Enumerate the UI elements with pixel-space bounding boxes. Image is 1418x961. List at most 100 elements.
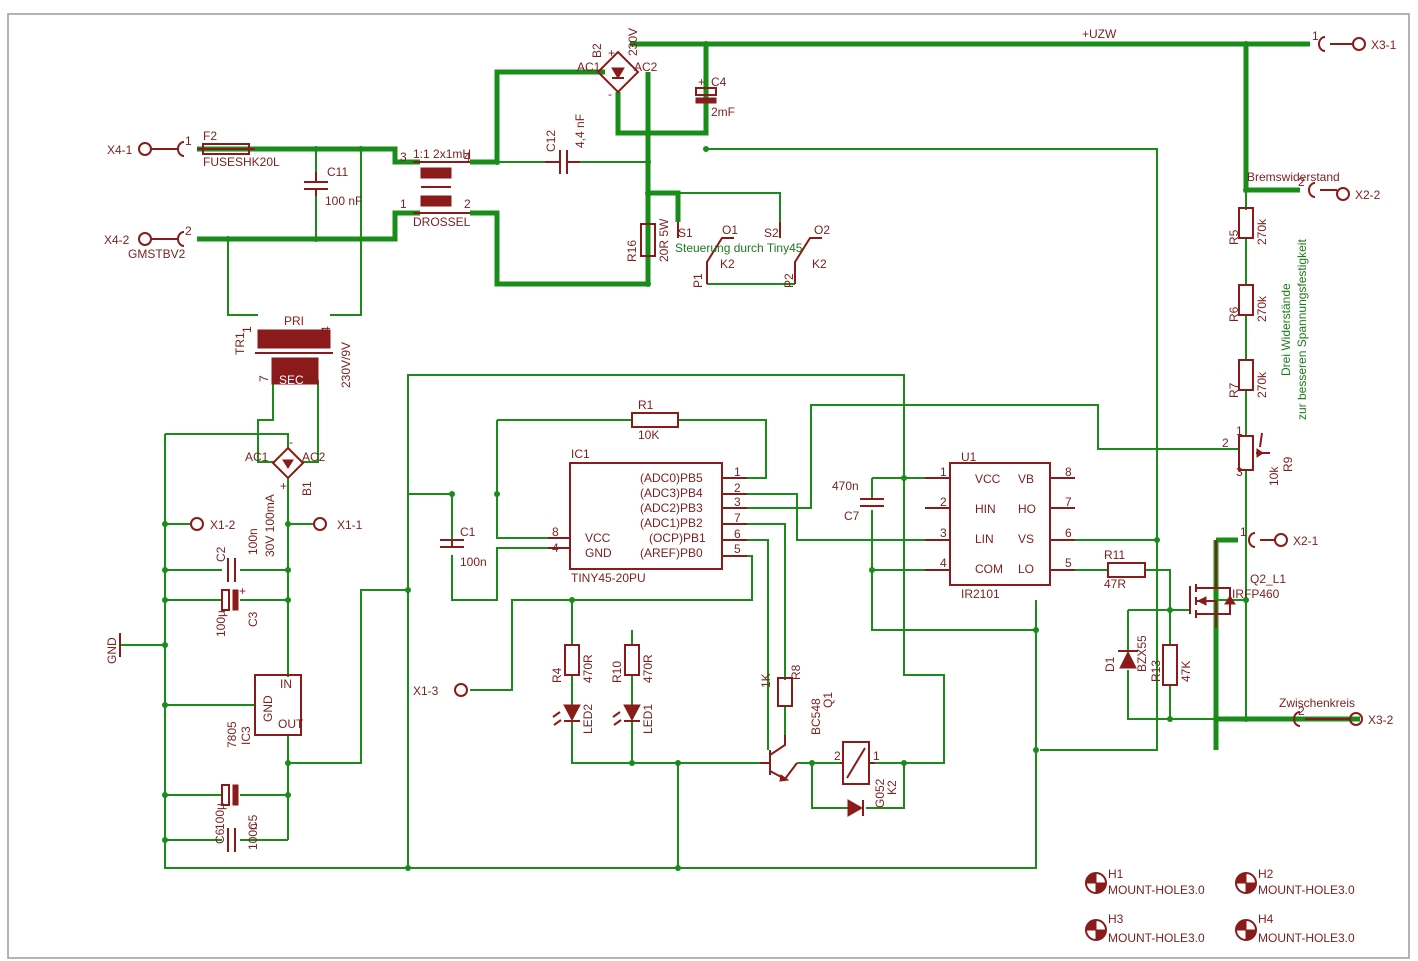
bridge-b2-ac1: AC1 bbox=[577, 60, 601, 74]
resistor-r4: R4 470R bbox=[550, 644, 595, 683]
resistor-r4-value: 470R bbox=[581, 654, 595, 683]
relay-contact-2-ref: K2 bbox=[812, 257, 827, 271]
bridge-b2-ac2: AC2 bbox=[634, 60, 658, 74]
resistor-r1: R1 10K bbox=[631, 398, 679, 442]
connector-x1-3[interactable]: X1-3 bbox=[413, 683, 468, 698]
bridge-b1-ac2: AC2 bbox=[302, 450, 326, 464]
mount-hole-h3: H3 MOUNT-HOLE3.0 bbox=[1085, 912, 1205, 945]
u1-pin-num-7: 7 bbox=[1065, 495, 1072, 509]
mount-hole-h2: H2 MOUNT-HOLE3.0 bbox=[1235, 867, 1355, 897]
connector-x2-1-pin: 1 bbox=[1240, 525, 1247, 539]
zener-diode-d1: D1 BZX55 bbox=[1103, 635, 1149, 672]
net-label-zwischenkreis: Zwischenkreis bbox=[1279, 696, 1355, 710]
gmstbv2-label: GMSTBV2 bbox=[128, 247, 186, 261]
relay-coil-k2: 2 1 G052 K2 bbox=[834, 741, 899, 808]
capacitor-c4-ref: C4 bbox=[711, 75, 727, 89]
mount-hole-h2-value: MOUNT-HOLE3.0 bbox=[1258, 883, 1355, 897]
drawing-frame bbox=[7, 13, 1410, 959]
bridge-b1-ref: B1 bbox=[300, 481, 314, 496]
relay-coil-ref: K2 bbox=[885, 780, 899, 795]
capacitor-c1-ref: C1 bbox=[460, 525, 476, 539]
resistor-r6-value: 270k bbox=[1255, 295, 1269, 322]
mount-hole-h3-value: MOUNT-HOLE3.0 bbox=[1108, 931, 1205, 945]
u1-pin-vs: VS bbox=[1018, 532, 1034, 546]
transformer-sec: SEC bbox=[279, 373, 304, 387]
connector-x1-1[interactable]: X1-1 bbox=[313, 517, 363, 532]
capacitor-c5: 100µ C5 bbox=[213, 784, 260, 830]
relay-contact-1-ref: K2 bbox=[720, 257, 735, 271]
u1-pin-vcc: VCC bbox=[975, 472, 1001, 486]
bridge-b2-plus: + bbox=[608, 46, 615, 60]
u1-pin-com: COM bbox=[975, 562, 1003, 576]
resistor-r6-ref: R6 bbox=[1227, 306, 1241, 322]
transistor-q1-ref: Q1 bbox=[821, 692, 835, 708]
fuse-f2-value: FUSESHK20L bbox=[203, 155, 280, 169]
regulator-ref: IC3 bbox=[239, 726, 253, 745]
u1-pin-vb: VB bbox=[1018, 472, 1034, 486]
regulator-pin-in: IN bbox=[280, 677, 292, 691]
ic1-pin-num-7: 7 bbox=[734, 511, 741, 525]
capacitor-c1-value: 100n bbox=[460, 555, 487, 569]
connector-x2-1[interactable]: X2-1 1 bbox=[1240, 525, 1319, 548]
ic1-pin-pb2: (ADC1)PB2 bbox=[640, 516, 703, 530]
pot-r9-pin-2: 2 bbox=[1222, 436, 1229, 450]
connector-x2-2[interactable]: X2-2 2 bbox=[1298, 175, 1381, 202]
connector-x2-1-label: X2-1 bbox=[1293, 534, 1319, 548]
capacitor-c3: C3 100µ + bbox=[214, 584, 260, 637]
note-widerstaende-1: Drei Widerstände bbox=[1279, 283, 1293, 376]
resistor-r1-ref: R1 bbox=[638, 398, 654, 412]
capacitor-c12-ref: C12 bbox=[544, 130, 558, 152]
relay-contact-2-p: P2 bbox=[782, 273, 796, 288]
relay-coil-value: G052 bbox=[873, 778, 887, 808]
ic1-value: TINY45-20PU bbox=[571, 571, 646, 585]
relay-contact-1-s: S1 bbox=[678, 226, 693, 240]
choke-drossel-ref: DROSSEL bbox=[413, 215, 471, 229]
resistor-r13-value: 47K bbox=[1179, 661, 1193, 682]
led2-ref: LED2 bbox=[581, 704, 595, 734]
ic1-pin-vcc: VCC bbox=[585, 531, 611, 545]
connector-x2-2-pin: 2 bbox=[1298, 175, 1305, 189]
connector-x1-1-label: X1-1 bbox=[337, 518, 363, 532]
capacitor-c4-plus: + bbox=[698, 75, 705, 89]
connector-x4-1[interactable]: X4-1 1 bbox=[107, 134, 192, 157]
bridge-b1-plus: + bbox=[280, 479, 287, 493]
capacitor-c7-value: 470n bbox=[832, 479, 859, 493]
connector-x3-2[interactable]: X3-2 2 bbox=[1293, 704, 1394, 727]
ic1-pin-pb5: (ADC0)PB5 bbox=[640, 471, 703, 485]
connector-x3-1[interactable]: X3-1 1 bbox=[1312, 29, 1397, 52]
mount-hole-h4: H4 MOUNT-HOLE3.0 bbox=[1235, 912, 1355, 945]
potentiometer-r9: 2 1 3 10k R9 bbox=[1222, 424, 1295, 486]
connector-x3-2-label: X3-2 bbox=[1368, 713, 1394, 727]
capacitor-c6-value: 100n bbox=[246, 823, 260, 850]
connector-x1-3-label: X1-3 bbox=[413, 684, 439, 698]
u1-pin-hin: HIN bbox=[975, 502, 996, 516]
net-label-uzw: +UZW bbox=[1082, 27, 1117, 41]
u1-pin-ho: HO bbox=[1018, 502, 1036, 516]
connector-x4-1-pin: 1 bbox=[185, 134, 192, 148]
resistor-r10-ref: R10 bbox=[610, 661, 624, 683]
connector-x4-2[interactable]: X4-2 2 bbox=[104, 224, 192, 247]
capacitor-c11-ref: C11 bbox=[327, 165, 348, 179]
resistor-r5: R5 270k bbox=[1227, 207, 1269, 245]
capacitor-c12-value: 4,4 nF bbox=[573, 114, 587, 148]
resistor-r10-value: 470R bbox=[641, 654, 655, 683]
choke-drossel-pin-2: 2 bbox=[464, 197, 471, 211]
capacitor-c11: C11 100 nF bbox=[304, 165, 362, 208]
capacitor-c11-value: 100 nF bbox=[325, 194, 362, 208]
connector-x1-2[interactable]: X1-2 bbox=[190, 517, 236, 532]
mosfet-q2-ref: Q2_L1 bbox=[1250, 572, 1286, 586]
mount-hole-h4-value: MOUNT-HOLE3.0 bbox=[1258, 931, 1355, 945]
ic1-pin-num-8: 8 bbox=[552, 525, 559, 539]
fuse-f2: F2 FUSESHK20L bbox=[197, 129, 280, 169]
pot-r9-pin-3: 3 bbox=[1236, 465, 1243, 479]
choke-drossel: 1:1 2x1mH DROSSEL 3 4 1 2 bbox=[400, 147, 471, 229]
note-widerstaende-2: zur besseren Spannungsfestigkeit bbox=[1295, 239, 1309, 420]
connector-x3-2-pin: 2 bbox=[1298, 704, 1305, 718]
choke-drossel-pin-4: 4 bbox=[464, 150, 471, 164]
capacitor-c3-value: 100µ bbox=[214, 610, 228, 637]
resistor-r16-ref: R16 bbox=[625, 240, 639, 262]
u1-pin-lo: LO bbox=[1018, 562, 1034, 576]
regulator-ic3: GND IN OUT 7805 IC3 bbox=[225, 674, 304, 748]
mosfet-q2-value: IRFP460 bbox=[1232, 587, 1280, 601]
mount-hole-h3-ref: H3 bbox=[1108, 912, 1124, 926]
